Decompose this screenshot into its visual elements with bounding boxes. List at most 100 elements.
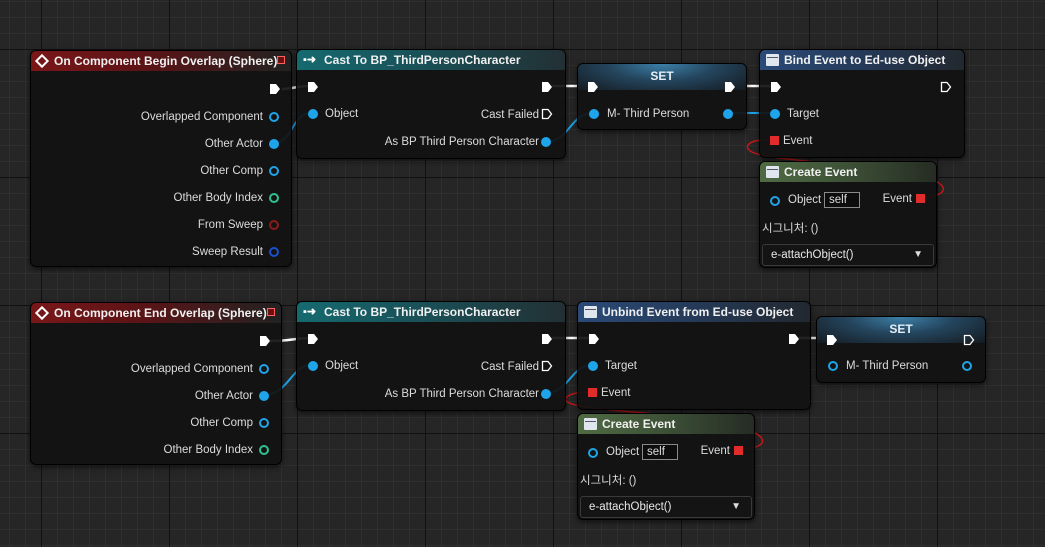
target-pin[interactable] bbox=[770, 109, 780, 119]
chevron-down-icon: ▼ bbox=[731, 501, 741, 512]
node-create-event[interactable]: Create Event Object self Event 시그니처: () … bbox=[577, 413, 755, 520]
exec-in-pin[interactable] bbox=[307, 333, 319, 345]
other-comp-pin[interactable] bbox=[259, 418, 269, 428]
node-header: Unbind Event from Ed-use Object bbox=[578, 302, 810, 322]
sweep-result-pin[interactable] bbox=[269, 247, 279, 257]
pin-label-other-comp: Other Comp bbox=[200, 165, 263, 177]
pin-label-other-comp: Other Comp bbox=[190, 417, 253, 429]
target-pin[interactable] bbox=[588, 361, 598, 371]
node-title: On Component End Overlap (Sphere) bbox=[54, 306, 267, 320]
exec-in-pin[interactable] bbox=[826, 334, 838, 346]
node-header: Create Event bbox=[760, 162, 936, 182]
var-out-pin[interactable] bbox=[723, 109, 733, 119]
node-create-event[interactable]: Create Event Object self Event 시그니처: () … bbox=[759, 161, 937, 268]
object-in-pin[interactable] bbox=[308, 361, 318, 371]
object-value-input[interactable]: self bbox=[642, 444, 678, 460]
pin-label-target: Target bbox=[605, 360, 637, 372]
cast-arrow-icon: ▪➜ bbox=[303, 306, 317, 318]
pin-label-sweep-result: Sweep Result bbox=[192, 246, 263, 258]
exec-out-pin[interactable] bbox=[269, 83, 281, 95]
pin-label-object: Object bbox=[788, 194, 822, 206]
pin-label-event: Event bbox=[601, 387, 631, 399]
cast-arrow-icon: ▪➜ bbox=[303, 54, 317, 66]
node-title: SET bbox=[817, 317, 985, 343]
node-header: Create Event bbox=[578, 414, 754, 434]
other-actor-pin[interactable] bbox=[259, 391, 269, 401]
pin-label-cast-failed: Cast Failed bbox=[480, 109, 539, 121]
from-sweep-pin[interactable] bbox=[269, 220, 279, 230]
function-select-value: e-attachObject() bbox=[589, 501, 672, 513]
pin-label-var: M- Third Person bbox=[607, 108, 690, 120]
event-out-pin[interactable] bbox=[734, 446, 743, 455]
object-in-pin[interactable] bbox=[770, 196, 780, 206]
pin-label-from-sweep: From Sweep bbox=[197, 219, 263, 231]
node-bind-event[interactable]: Bind Event to Ed-use Object Target Event bbox=[759, 49, 965, 158]
overlapped-component-pin[interactable] bbox=[269, 112, 279, 122]
function-icon bbox=[584, 418, 597, 430]
object-in-pin[interactable] bbox=[588, 448, 598, 458]
pin-label-var: M- Third Person bbox=[846, 360, 929, 372]
function-select-value: e-attachObject() bbox=[771, 249, 854, 261]
exec-out-pin[interactable] bbox=[259, 335, 271, 347]
object-value-input[interactable]: self bbox=[824, 192, 860, 208]
cast-failed-exec-pin[interactable] bbox=[541, 360, 553, 372]
pin-label-event: Event bbox=[700, 445, 730, 457]
node-set-variable[interactable]: SET M- Third Person bbox=[816, 316, 986, 383]
node-title: Create Event bbox=[602, 417, 676, 431]
pin-label-overlapped-component: Overlapped Component bbox=[130, 363, 253, 375]
cast-failed-exec-pin[interactable] bbox=[541, 108, 553, 120]
exec-in-pin[interactable] bbox=[307, 81, 319, 93]
function-select-dropdown[interactable]: e-attachObject() ▼ bbox=[762, 244, 934, 266]
event-out-pin[interactable] bbox=[916, 194, 925, 203]
exec-out-pin[interactable] bbox=[788, 333, 800, 345]
node-unbind-event[interactable]: Unbind Event from Ed-use Object Target E… bbox=[577, 301, 811, 410]
exec-out-pin[interactable] bbox=[541, 333, 553, 345]
event-delegate-pin[interactable] bbox=[588, 388, 597, 397]
other-body-index-pin[interactable] bbox=[269, 193, 279, 203]
overlapped-component-pin[interactable] bbox=[259, 364, 269, 374]
as-character-pin[interactable] bbox=[541, 389, 551, 399]
var-in-pin[interactable] bbox=[828, 361, 838, 371]
other-comp-pin[interactable] bbox=[269, 166, 279, 176]
exec-in-pin[interactable] bbox=[770, 81, 782, 93]
node-title: On Component Begin Overlap (Sphere) bbox=[54, 54, 278, 68]
node-on-component-end-overlap[interactable]: On Component End Overlap (Sphere) Overla… bbox=[30, 302, 282, 465]
stop-square-icon bbox=[267, 308, 275, 316]
signature-label: 시그니처: () bbox=[580, 475, 637, 487]
var-in-pin[interactable] bbox=[589, 109, 599, 119]
other-actor-pin[interactable] bbox=[269, 139, 279, 149]
pin-label-target: Target bbox=[787, 108, 819, 120]
node-cast-to-character[interactable]: ▪➜ Cast To BP_ThirdPersonCharacter Objec… bbox=[296, 301, 566, 411]
function-select-dropdown[interactable]: e-attachObject() ▼ bbox=[580, 496, 752, 518]
pin-label-object: Object bbox=[606, 446, 640, 458]
event-diamond-icon bbox=[34, 53, 50, 69]
exec-out-pin[interactable] bbox=[541, 81, 553, 93]
as-character-pin[interactable] bbox=[541, 137, 551, 147]
pin-label-object: Object bbox=[325, 108, 359, 120]
exec-in-pin[interactable] bbox=[588, 333, 600, 345]
node-cast-to-character[interactable]: ▪➜ Cast To BP_ThirdPersonCharacter Objec… bbox=[296, 49, 566, 159]
var-out-pin[interactable] bbox=[962, 361, 972, 371]
node-header: On Component Begin Overlap (Sphere) bbox=[31, 51, 291, 71]
node-set-variable[interactable]: SET M- Third Person bbox=[577, 63, 747, 130]
exec-out-pin[interactable] bbox=[963, 334, 975, 346]
node-on-component-begin-overlap[interactable]: On Component Begin Overlap (Sphere) Over… bbox=[30, 50, 292, 267]
exec-out-pin[interactable] bbox=[940, 81, 952, 93]
node-header: ▪➜ Cast To BP_ThirdPersonCharacter bbox=[297, 50, 565, 70]
pin-label-event: Event bbox=[783, 135, 813, 147]
function-icon bbox=[766, 166, 779, 178]
signature-label: 시그니처: () bbox=[762, 223, 819, 235]
other-body-index-pin[interactable] bbox=[259, 445, 269, 455]
event-delegate-pin[interactable] bbox=[770, 136, 779, 145]
pin-label-overlapped-component: Overlapped Component bbox=[140, 111, 263, 123]
pin-label-other-body-index: Other Body Index bbox=[163, 444, 254, 456]
object-in-pin[interactable] bbox=[308, 109, 318, 119]
pin-label-other-actor: Other Actor bbox=[204, 138, 263, 150]
pin-label-cast-failed: Cast Failed bbox=[480, 361, 539, 373]
node-title: Unbind Event from Ed-use Object bbox=[602, 305, 794, 319]
exec-out-pin[interactable] bbox=[724, 81, 736, 93]
node-title: Create Event bbox=[784, 165, 858, 179]
node-title: Cast To BP_ThirdPersonCharacter bbox=[324, 53, 521, 67]
exec-in-pin[interactable] bbox=[587, 81, 599, 93]
pin-label-other-actor: Other Actor bbox=[194, 390, 253, 402]
